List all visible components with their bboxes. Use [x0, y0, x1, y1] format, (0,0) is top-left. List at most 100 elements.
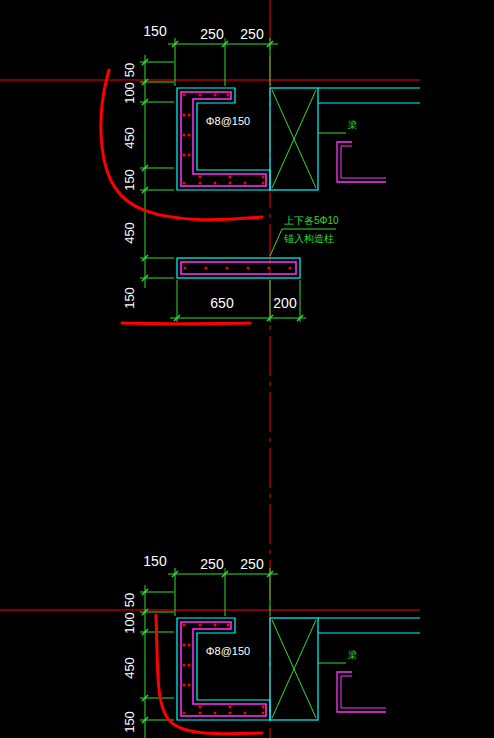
rebar-dot	[199, 94, 202, 97]
rebar-dot	[188, 114, 191, 117]
stirrup-outline	[181, 92, 266, 186]
slab-outline	[177, 258, 300, 278]
dimension-tick	[142, 609, 148, 615]
rebar-dot	[268, 267, 271, 270]
column-cross	[272, 90, 316, 188]
rebar-dot	[188, 644, 191, 647]
dimension-line	[145, 55, 146, 288]
dimension-text: 150	[142, 554, 167, 569]
column-box	[270, 618, 318, 720]
dimension-text: 250	[239, 557, 264, 572]
dimension-tick	[142, 187, 148, 193]
dimension-tick	[142, 717, 148, 723]
vertical-dimension: 50	[123, 62, 137, 78]
vertical-dimension: 150	[123, 710, 137, 734]
note-text: 梁	[347, 121, 358, 131]
rebar-dot	[183, 94, 186, 97]
dimension-text: 250	[199, 557, 224, 572]
rebar-dot	[183, 134, 186, 137]
dimension-tick	[267, 315, 273, 321]
wall-outline	[177, 618, 270, 720]
dimension-tick	[174, 315, 180, 321]
vertical-dimension: 150	[123, 286, 137, 310]
note-text: 锚入构造柱	[283, 233, 335, 244]
column-box	[270, 88, 318, 190]
beam-line	[318, 632, 420, 633]
rebar-dot	[188, 664, 191, 667]
rebar-dot	[199, 712, 202, 715]
rebar-dot	[244, 182, 247, 185]
extension-line	[300, 280, 301, 322]
dimension-tick	[297, 315, 303, 321]
vertical-dimension: 100	[123, 611, 137, 635]
rebar-dot	[289, 267, 292, 270]
hand-mark	[156, 615, 262, 734]
dimension-tick	[172, 41, 178, 47]
hand-mark	[101, 70, 262, 220]
slab-section	[170, 229, 336, 322]
rebar-dot	[199, 624, 202, 627]
leader-line	[270, 229, 282, 256]
rebar-dot	[183, 684, 186, 687]
slab-rebar	[181, 262, 296, 274]
vertical-dimension: 50	[123, 592, 137, 608]
dimension-tick	[142, 589, 148, 595]
dimension-text: 150	[142, 24, 167, 39]
vertical-dimension: 100	[123, 81, 137, 105]
dimension-tick	[142, 59, 148, 65]
dimension-text: 200	[272, 296, 297, 311]
vertical-dimension: 150	[123, 168, 137, 192]
rebar-dot	[183, 644, 186, 647]
rebar-dot	[262, 182, 265, 185]
dimension-line	[145, 585, 146, 738]
leader-line	[318, 663, 346, 664]
channel-symbol	[337, 142, 386, 182]
dimension-text: 250	[239, 27, 264, 42]
dimension-tick	[142, 255, 148, 261]
dimension-text: Φ8@150	[205, 645, 251, 657]
rebar-dot	[227, 624, 230, 627]
rebar-dot	[247, 267, 250, 270]
dimension-line	[168, 44, 278, 45]
beam-line	[318, 617, 420, 618]
axis-line	[0, 80, 420, 81]
vertical-dimension: 450	[123, 126, 137, 150]
beam-line	[318, 87, 420, 88]
channel-symbol	[341, 676, 386, 708]
rebar-dot	[183, 712, 186, 715]
rebar-dot	[214, 182, 217, 185]
rebar-dot	[262, 712, 265, 715]
vertical-dimension: 450	[123, 221, 137, 245]
vertical-dimension: 450	[123, 656, 137, 680]
dimension-tick	[142, 165, 148, 171]
wall-outline	[177, 88, 270, 190]
channel-symbol	[341, 146, 386, 178]
dimension-tick	[142, 695, 148, 701]
column-cross	[272, 620, 316, 718]
column-cross	[272, 90, 316, 188]
rebar-dot	[214, 94, 217, 97]
dimension-tick	[142, 99, 148, 105]
rebar-dot	[183, 154, 186, 157]
dimension-tick	[142, 275, 148, 281]
rebar-dot	[226, 267, 229, 270]
extension-line	[177, 280, 178, 322]
rebar-dot	[183, 182, 186, 185]
rebar-dot	[214, 624, 217, 627]
dimension-text: 650	[209, 296, 234, 311]
rebar-dot	[188, 154, 191, 157]
dimension-text: Φ8@150	[205, 115, 251, 127]
stirrup-outline	[181, 622, 266, 716]
dimension-tick	[267, 41, 273, 47]
rebar-dot	[227, 94, 230, 97]
column-cross	[272, 620, 316, 718]
dimension-text: 250	[199, 27, 224, 42]
dimension-tick	[267, 571, 273, 577]
beam-line	[318, 102, 420, 103]
hand-marks	[101, 70, 262, 734]
note-text: 梁	[347, 651, 358, 661]
rebar-dot	[188, 684, 191, 687]
rebar-dot	[262, 706, 265, 709]
